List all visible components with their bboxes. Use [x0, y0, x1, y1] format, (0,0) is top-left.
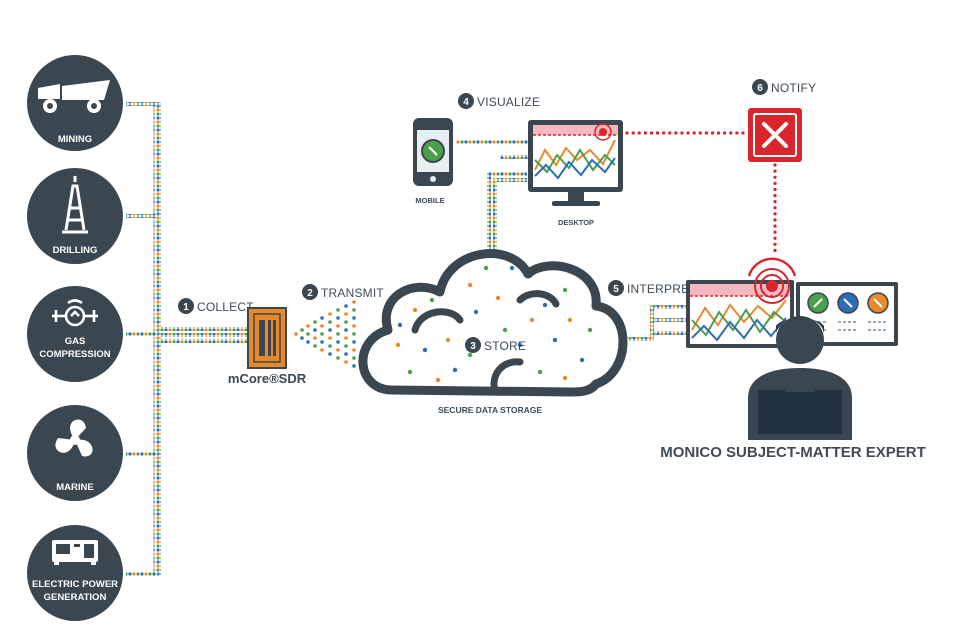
source-marine-label: MARINE — [56, 482, 93, 493]
step-store-number: 3 — [470, 341, 476, 352]
propeller-icon — [55, 419, 93, 457]
expert-label: MONICO SUBJECT-MATTER EXPERT — [660, 444, 926, 461]
source-gas-label-line2: COMPRESSION — [39, 349, 110, 360]
step-interpret-label: INTERPRET — [627, 282, 697, 296]
mcore-sdr-label: mCore®SDR — [228, 371, 307, 386]
source-drilling-label: DRILLING — [53, 245, 98, 256]
step-transmit-number: 2 — [307, 288, 313, 299]
step-interpret: 5 INTERPRET — [608, 280, 697, 296]
source-drilling[interactable]: DRILLING — [27, 168, 123, 264]
haul-truck-icon — [38, 80, 110, 113]
notify-connectors — [625, 131, 777, 258]
expert-person-icon — [748, 316, 852, 440]
source-power-label-line1: ELECTRIC POWER — [32, 579, 118, 590]
mobile-device[interactable]: MOBILE — [413, 118, 453, 205]
notify-tools-badge[interactable] — [748, 108, 802, 162]
step-transmit: 2 TRANSMIT — [302, 284, 384, 300]
step-notify-label: NOTIFY — [771, 81, 816, 95]
compressor-icon — [52, 299, 98, 327]
step-visualize-label: VISUALIZE — [477, 95, 540, 109]
step-collect-label: COLLECT — [197, 300, 254, 314]
step-collect-number: 1 — [183, 302, 189, 313]
step-store-label: STORE — [484, 339, 526, 353]
source-power-label-line2: GENERATION — [44, 592, 107, 603]
mobile-to-desktop-connector — [456, 140, 528, 159]
step-store: 3 STORE — [465, 337, 526, 353]
source-gas-compression[interactable]: GAS COMPRESSION — [27, 286, 123, 382]
step-visualize-number: 4 — [463, 97, 469, 108]
secure-data-storage-cloud[interactable]: SECURE DATA STORAGE — [358, 249, 628, 415]
mcore-sdr-device[interactable]: mCore®SDR — [228, 307, 307, 386]
cloud-label: SECURE DATA STORAGE — [438, 405, 542, 415]
source-electric-power[interactable]: ELECTRIC POWER GENERATION — [27, 525, 123, 621]
source-gas-label-line1: GAS — [65, 336, 86, 347]
source-marine[interactable]: MARINE — [27, 405, 123, 501]
cloud-data-dots — [395, 265, 593, 383]
wrench-screwdriver-icon — [762, 122, 788, 148]
cloud-to-screens-connector — [604, 305, 686, 341]
step-transmit-label: TRANSMIT — [321, 286, 384, 300]
transmit-beam — [294, 300, 356, 368]
source-connectors — [126, 102, 248, 576]
cloud-to-desktop-connector — [487, 172, 527, 255]
drilling-rig-icon — [62, 176, 88, 234]
alert-rings — [747, 257, 797, 304]
step-notify: 6 NOTIFY — [752, 79, 816, 95]
desktop-label: DESKTOP — [558, 218, 594, 227]
desktop-monitor[interactable]: DESKTOP — [528, 120, 623, 227]
source-mining-label: MINING — [58, 134, 92, 145]
analyst-chart-screen[interactable] — [686, 280, 794, 348]
step-visualize: 4 VISUALIZE — [458, 93, 540, 109]
step-interpret-number: 5 — [613, 284, 619, 295]
mobile-label: MOBILE — [415, 196, 444, 205]
generator-icon — [52, 540, 98, 565]
step-collect: 1 COLLECT — [178, 298, 254, 314]
step-notify-number: 6 — [757, 83, 763, 94]
source-mining[interactable]: MINING — [27, 55, 123, 151]
